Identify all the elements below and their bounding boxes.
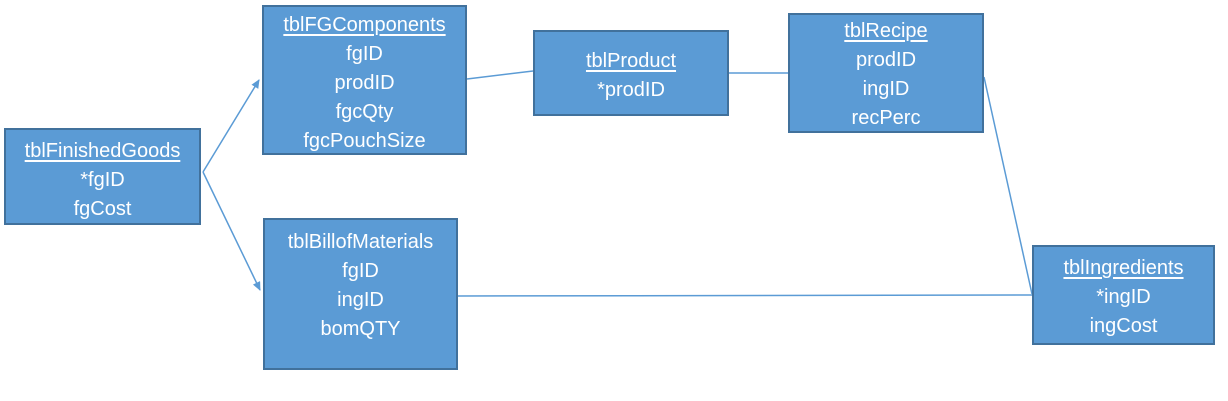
table-title: tblFinishedGoods [24,140,181,162]
table-bill-of-materials[interactable]: tblBillofMaterials fgID ingID bomQTY [263,218,458,370]
connector-finished-goods-to-bill-of-materials[interactable] [202,171,261,291]
table-field: prodID [334,72,395,94]
table-finished-goods[interactable]: tblFinishedGoods *fgID fgCost [4,128,201,225]
table-field: fgcPouchSize [303,130,426,152]
table-fg-components[interactable]: tblFGComponents fgID prodID fgcQty fgcPouchS… [262,5,467,155]
table-product[interactable]: tblProduct *prodID [533,30,729,116]
table-recipe[interactable]: tblRecipe prodID ingID recPerc [788,13,984,133]
table-field: fgCost [73,198,132,220]
table-field: ingID [337,289,384,311]
table-field: recPerc [851,107,921,129]
table-field: fgcQty [335,101,394,123]
table-field: *ingID [1096,286,1151,308]
table-field: fgID [342,260,379,282]
table-field: bomQTY [320,318,401,340]
table-field: ingID [862,78,910,100]
table-title: tblBillofMaterials [287,231,434,253]
table-title: tblRecipe [844,20,928,42]
connector-finished-goods-to-fg-components[interactable] [202,79,260,173]
table-title: tblFGComponents [283,14,446,36]
table-field: *fgID [80,169,125,191]
table-field: prodID [855,49,917,71]
table-field: *prodID [597,79,665,101]
table-field: ingCost [1089,315,1158,337]
table-ingredients[interactable]: tblIngredients *ingID ingCost [1032,245,1215,345]
table-title: tblIngredients [1063,257,1184,279]
connector-fg-components-to-product[interactable] [466,70,534,80]
connector-recipe-to-ingredients[interactable] [983,76,1033,295]
table-title: tblProduct [585,50,677,72]
connector-bill-of-materials-to-ingredients[interactable] [457,294,1033,297]
table-field: fgID [346,43,383,65]
